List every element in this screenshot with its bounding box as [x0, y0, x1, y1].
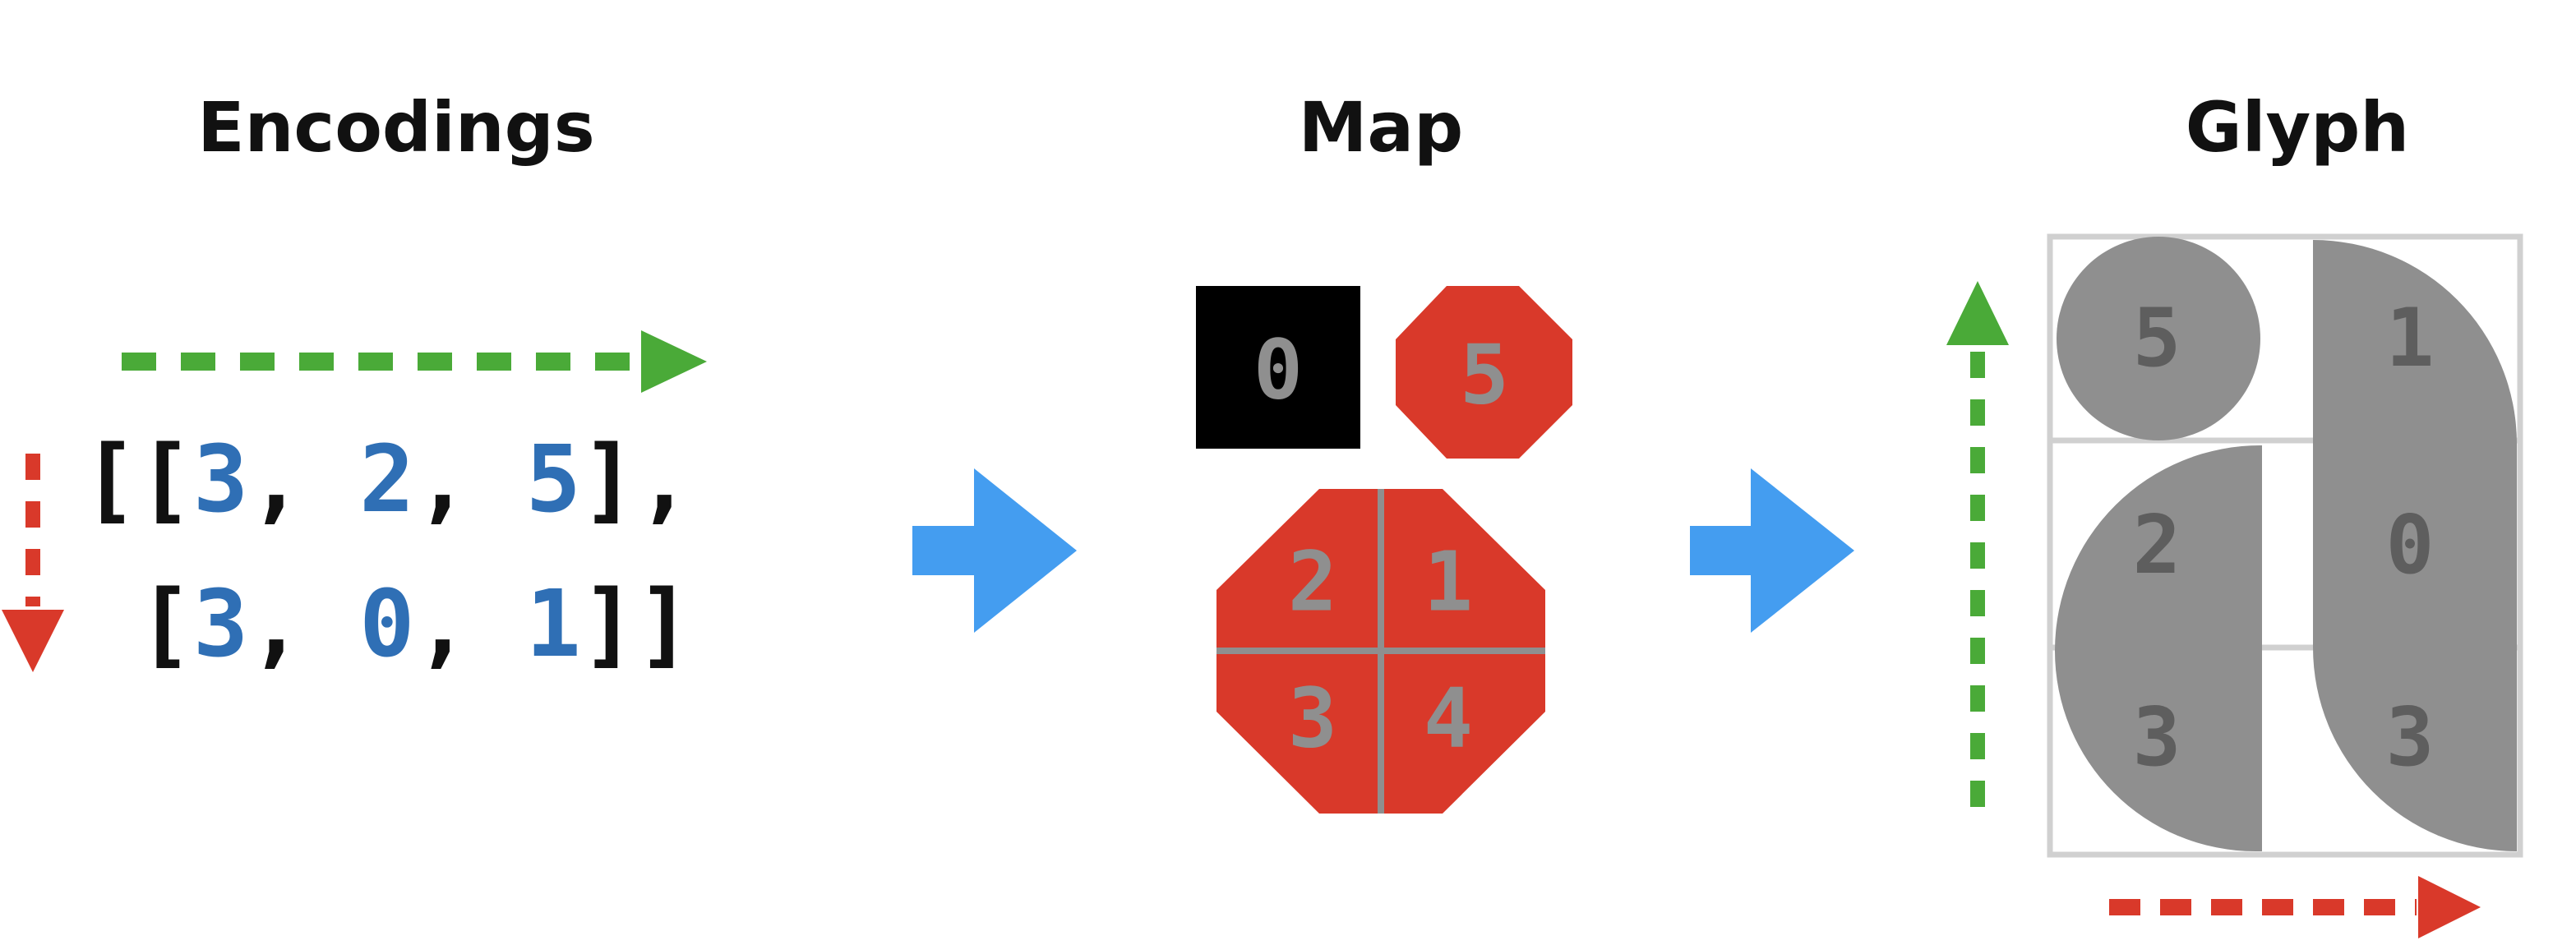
map-to-glyph-arrow: [1690, 468, 1854, 633]
glyph-shapes: [2055, 237, 2517, 851]
map-quadrant-tile: 2 1 3 4: [1216, 489, 1545, 814]
glyph-title: Glyph: [2186, 87, 2409, 168]
row1-value-2: 2: [359, 426, 414, 533]
glyph-cell-r3c1: 3: [2132, 691, 2181, 785]
row2-open: [: [82, 571, 193, 678]
encodings-row-1: [[3, 2, 5],: [82, 426, 692, 533]
row2-value-1: 3: [193, 571, 248, 678]
glyph-cell-r1c1: 5: [2132, 292, 2181, 385]
encodings-to-map-arrow: [912, 468, 1077, 633]
row1-open: [[: [82, 426, 193, 533]
map-five-label: 5: [1460, 327, 1509, 423]
map-title: Map: [1299, 87, 1463, 168]
row-direction-arrow: [2, 454, 64, 672]
row2-value-2: 0: [359, 571, 414, 678]
row2-close: ]]: [581, 571, 692, 678]
map-quadrant-bottom-left: 3: [1288, 671, 1337, 767]
glyph-cell-r2c1: 2: [2132, 499, 2181, 592]
row2-value-3: 1: [525, 571, 580, 678]
map-quadrant-top-left: 2: [1288, 534, 1337, 630]
glyph-right-column-shape: [2313, 240, 2517, 851]
glyph-vertical-arrow: [1946, 281, 2009, 814]
row1-value-1: 3: [193, 426, 248, 533]
glyph-horizontal-arrow: [2109, 876, 2481, 938]
row1-close: ],: [581, 426, 692, 533]
glyph-cell-r1c2: 1: [2385, 292, 2434, 385]
glyph-left-half-disc: [2055, 445, 2262, 851]
column-direction-arrow: [122, 330, 707, 393]
row1-sep-1: ,: [248, 426, 359, 533]
map-zero-square: [1196, 286, 1360, 449]
map-five-tile: 5: [1396, 286, 1572, 459]
row1-value-3: 5: [525, 426, 580, 533]
glyph-cell-r3c2: 3: [2385, 691, 2434, 785]
glyph-circle: [2057, 237, 2260, 440]
map-quadrant-bottom-right: 4: [1424, 671, 1473, 767]
map-zero-label: 0: [1253, 322, 1303, 418]
encodings-title: Encodings: [197, 87, 595, 168]
row2-sep-1: ,: [248, 571, 359, 678]
row2-sep-2: ,: [415, 571, 526, 678]
map-quadrant-top-right: 1: [1424, 534, 1473, 630]
glyph-cell-r2c2: 0: [2385, 499, 2434, 592]
map-five-octagon: [1396, 286, 1572, 459]
row1-sep-2: ,: [415, 426, 526, 533]
map-zero-tile: 0: [1196, 286, 1360, 449]
encodings-row-2: [3, 0, 1]]: [82, 571, 692, 678]
